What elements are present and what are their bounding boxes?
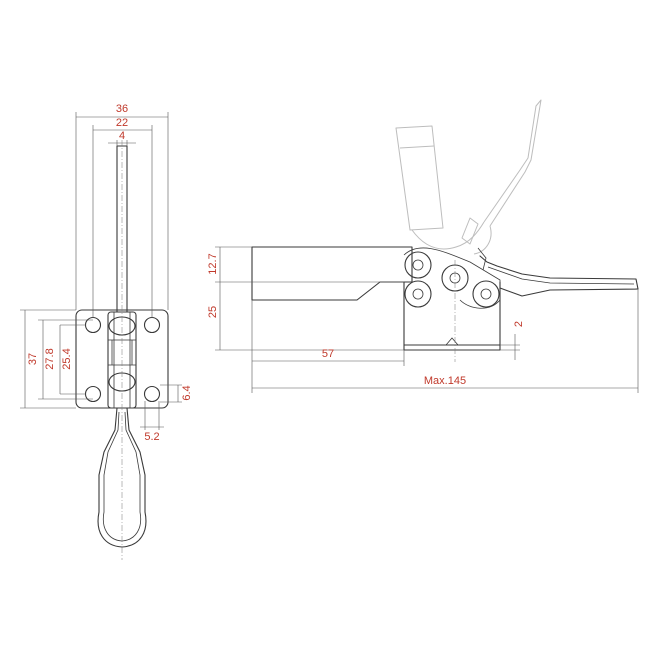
dim-text-4: 4 <box>119 130 125 142</box>
dim-line-27-8 <box>38 319 93 400</box>
clamp-arm <box>251 246 413 301</box>
front-view: 36 22 4 37 27.8 25.4 6.4 5.2 <box>20 103 193 560</box>
dim-text-57: 57 <box>322 348 334 360</box>
side-handle <box>479 255 639 297</box>
dim-text-25: 25 <box>207 306 219 318</box>
side-view: 12.7 25 57 2 Max.145 <box>207 99 639 393</box>
dim-line-57 <box>251 300 405 366</box>
dim-text-5-2: 5.2 <box>144 431 159 443</box>
dim-line-36 <box>75 112 169 310</box>
dim-text-12-7: 12.7 <box>207 253 219 274</box>
dim-line-2 <box>500 334 520 360</box>
linkage-plate <box>403 247 501 309</box>
pivot-pin-inner <box>480 288 492 300</box>
dim-line-25-4 <box>59 324 86 395</box>
pivot-pin-inner <box>412 288 424 300</box>
dim-text-6-4: 6.4 <box>181 385 193 400</box>
dim-text-27-8: 27.8 <box>44 348 56 369</box>
dim-text-37: 37 <box>27 353 39 365</box>
mounting-hole <box>143 385 161 403</box>
base-notch <box>445 337 459 346</box>
pivot-pin <box>472 280 500 308</box>
center-details <box>113 312 131 408</box>
dim-line-6-4 <box>160 384 182 403</box>
mounting-hole <box>143 316 161 334</box>
side-handle-tab <box>477 247 487 271</box>
pivot-pin <box>404 280 432 308</box>
dim-line-25 <box>215 281 404 351</box>
pivot-pin <box>404 251 432 279</box>
dim-line-max-145 <box>251 289 639 393</box>
dim-text-25-4: 25.4 <box>61 348 73 369</box>
dim-line-5-2 <box>140 401 164 430</box>
pivot-pin-inner <box>412 259 424 271</box>
dim-text-2: 2 <box>513 321 525 327</box>
base-body <box>403 281 501 346</box>
dim-text-max-145: Max.145 <box>424 375 466 387</box>
base-foot <box>403 344 501 351</box>
dim-line-22 <box>92 125 153 318</box>
dim-text-22: 22 <box>116 117 128 129</box>
open-position-ghost <box>395 99 542 255</box>
dim-text-36: 36 <box>116 103 128 115</box>
dim-line-37 <box>20 309 76 409</box>
dim-line-12-7 <box>215 246 252 283</box>
side-handle-inner <box>487 266 635 285</box>
